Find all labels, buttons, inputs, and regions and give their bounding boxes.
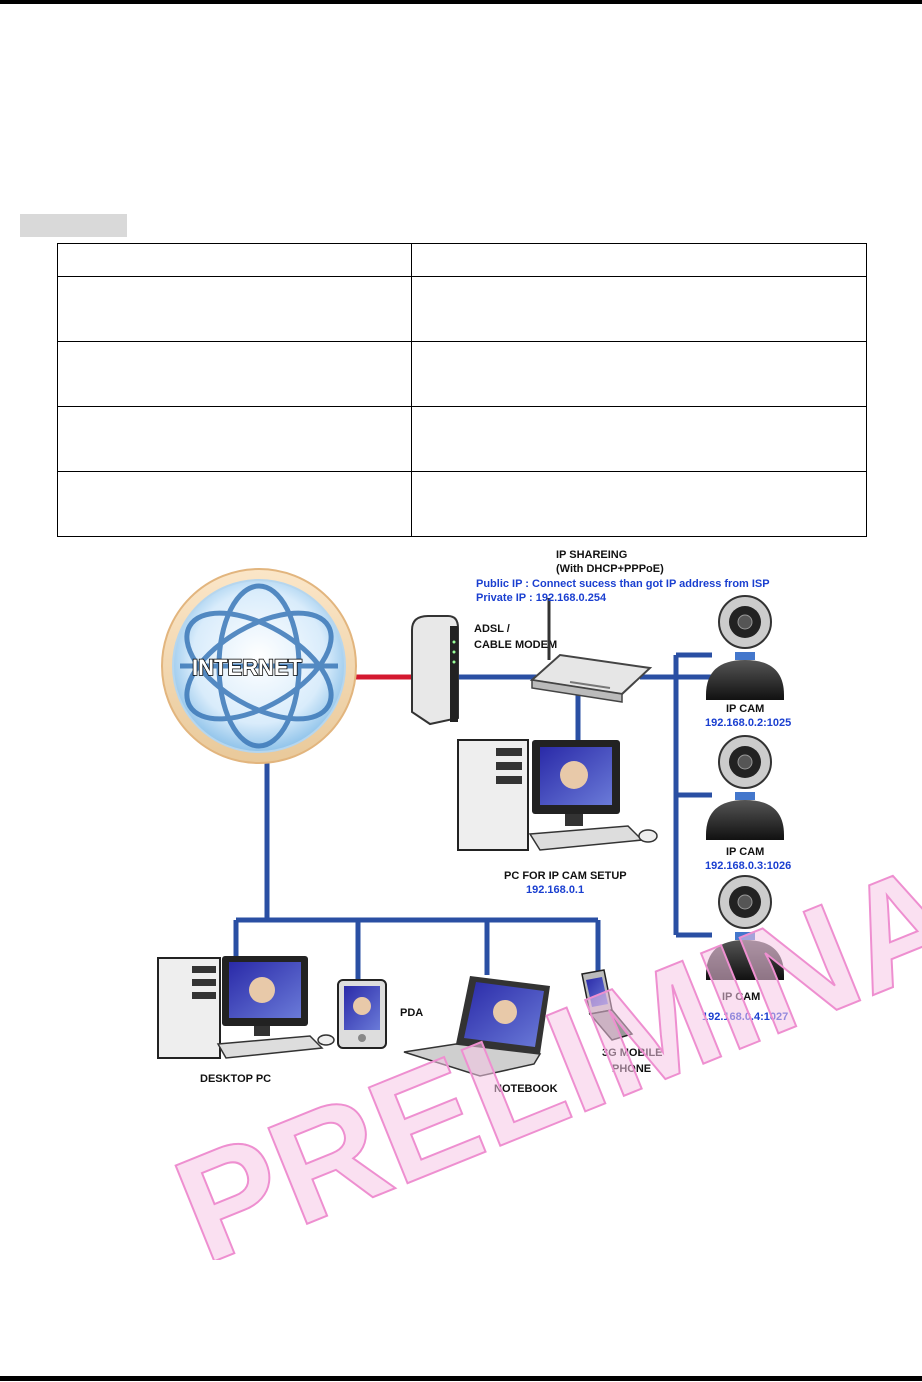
modem-label-line1: ADSL /	[474, 623, 510, 635]
modem-icon	[411, 615, 459, 726]
notebook-icon	[403, 976, 550, 1077]
camera-1-label: IP CAM	[726, 703, 764, 715]
network-diagram: INTERNET ADSL / CABLE MODEM IP SHAREING …	[153, 549, 922, 1260]
setup-pc-label: PC FOR IP CAM SETUP	[504, 870, 627, 882]
phone-label-line2: PHONE	[612, 1063, 651, 1075]
table-row	[57, 471, 867, 537]
table-row	[57, 276, 867, 342]
router-title-line1: IP SHAREING	[556, 549, 627, 561]
top-rule	[0, 0, 922, 4]
table-cell	[411, 406, 867, 472]
table-row	[57, 341, 867, 407]
bottom-rule	[0, 1376, 922, 1381]
table-cell	[411, 276, 867, 342]
internet-label: INTERNET	[192, 655, 303, 680]
table-cell	[57, 406, 412, 472]
phone-label-line1: 3G MOBILE	[602, 1047, 663, 1059]
table-cell	[411, 341, 867, 407]
camera-2-address: 192.168.0.3:1026	[705, 860, 791, 872]
ip-camera-icon	[706, 875, 784, 980]
camera-1-address: 192.168.0.2:1025	[705, 717, 791, 729]
table-cell	[57, 276, 412, 342]
section-tab-highlight	[20, 214, 127, 237]
table-row	[57, 406, 867, 472]
pda-icon	[337, 979, 387, 1049]
desktop-pc-icon	[157, 956, 335, 1059]
table-cell	[411, 471, 867, 537]
table-row	[57, 243, 867, 277]
ip-camera-icon	[706, 735, 784, 840]
camera-2-label: IP CAM	[726, 846, 764, 858]
table-cell	[411, 243, 867, 277]
blank-table	[57, 243, 867, 537]
modem-label-line2: CABLE MODEM	[474, 639, 557, 651]
router-icon	[529, 598, 653, 703]
lan-links	[233, 652, 712, 980]
mobile-phone-icon	[581, 969, 634, 1041]
pda-label: PDA	[400, 1007, 423, 1019]
setup-pc-icon	[457, 739, 658, 851]
table-cell	[57, 243, 412, 277]
desktop-pc-label: DESKTOP PC	[200, 1073, 271, 1085]
router-title-line2: (With DHCP+PPPoE)	[556, 563, 664, 575]
notebook-label: NOTEBOOK	[494, 1083, 558, 1095]
camera-3-label: IP CAM	[722, 991, 760, 1003]
camera-3-address: 192.168.0.4:1027	[702, 1011, 788, 1023]
private-ip-note: Private IP : 192.168.0.254	[476, 592, 607, 604]
ip-camera-icon	[706, 595, 784, 700]
setup-pc-ip: 192.168.0.1	[526, 884, 584, 896]
internet-globe-icon: INTERNET	[161, 568, 357, 764]
table-cell	[57, 471, 412, 537]
public-ip-note: Public IP : Connect sucess than got IP a…	[476, 578, 770, 590]
table-cell	[57, 341, 412, 407]
